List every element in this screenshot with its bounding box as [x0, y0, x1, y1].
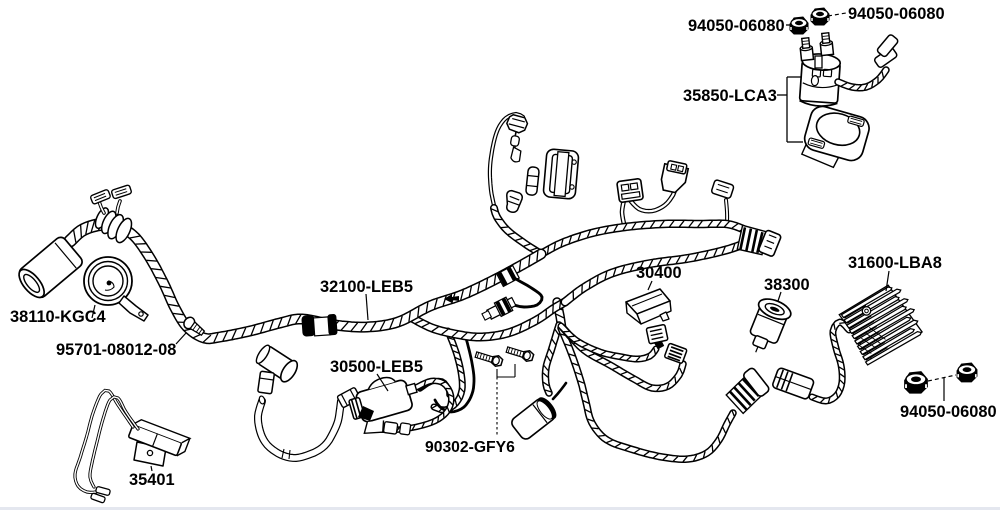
- svg-text:95701-08012-08: 95701-08012-08: [56, 341, 176, 359]
- svg-text:30400: 30400: [636, 264, 682, 282]
- svg-text:38300: 38300: [764, 276, 810, 294]
- svg-text:90302-GFY6: 90302-GFY6: [425, 439, 515, 456]
- svg-text:94050-06080: 94050-06080: [688, 17, 785, 35]
- svg-text:94050-06080: 94050-06080: [900, 403, 997, 421]
- svg-text:94050-06080: 94050-06080: [848, 5, 945, 23]
- svg-text:32100-LEB5: 32100-LEB5: [320, 278, 413, 296]
- svg-text:30500-LEB5: 30500-LEB5: [330, 358, 423, 376]
- svg-text:35850-LCA3: 35850-LCA3: [683, 87, 777, 105]
- svg-text:31600-LBA8: 31600-LBA8: [848, 254, 942, 272]
- svg-text:38110-KGC4: 38110-KGC4: [10, 308, 107, 326]
- svg-text:35401: 35401: [129, 471, 175, 489]
